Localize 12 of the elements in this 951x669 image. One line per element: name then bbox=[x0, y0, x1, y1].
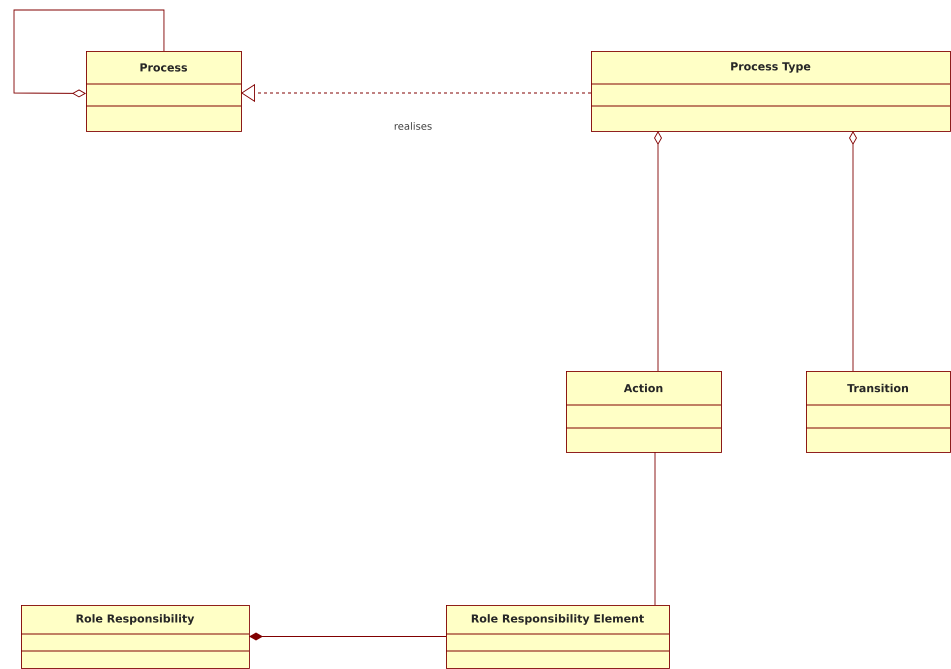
class-box: Action bbox=[566, 371, 722, 453]
class-box: Transition bbox=[806, 371, 951, 453]
connector bbox=[849, 131, 857, 372]
connector bbox=[654, 452, 656, 606]
connector bbox=[249, 632, 446, 640]
class-box: Process bbox=[86, 51, 242, 132]
class-box: Role Responsibility bbox=[20, 605, 250, 669]
edge-label: realises bbox=[394, 122, 432, 130]
connector bbox=[654, 131, 662, 372]
connector bbox=[14, 10, 164, 98]
class-box: Role Responsibility Element bbox=[446, 605, 670, 669]
class-box: Process Type bbox=[590, 51, 951, 132]
